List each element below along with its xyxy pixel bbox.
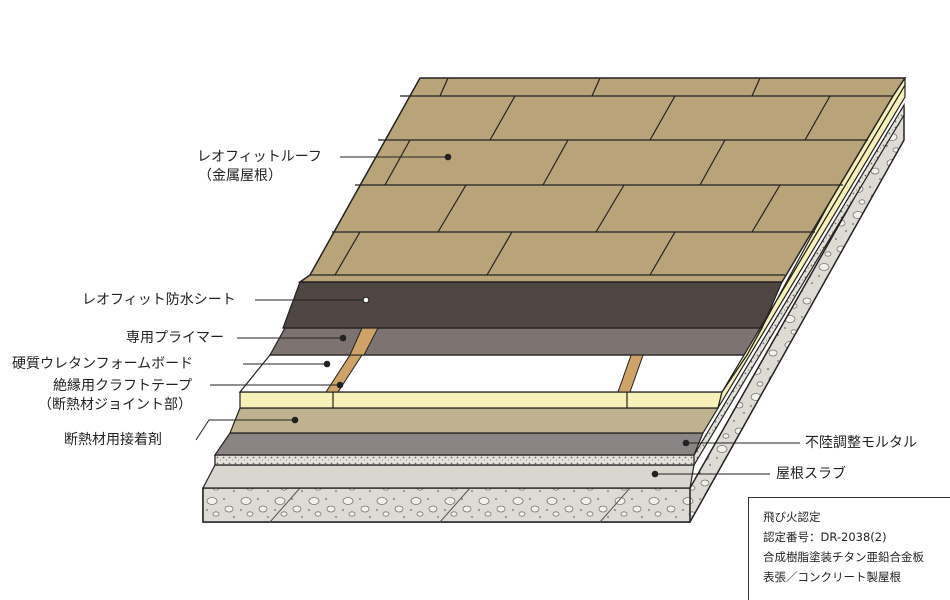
cert-line-1: 飛び火認定 <box>763 510 821 524</box>
leader-lines <box>195 153 800 478</box>
cert-line-3: 合成樹脂塗装チタン亜鉛合金板 <box>763 550 924 564</box>
label-kraft-tape: 絶縁用クラフトテープ <box>53 378 193 394</box>
label-roof-sub: （金属屋根） <box>198 168 282 184</box>
label-foam-board: 硬質ウレタンフォームボード <box>12 356 194 372</box>
primer-layer <box>268 327 764 356</box>
label-roof-slab: 屋根スラブ <box>776 466 846 482</box>
label-roof-name: レオフィットルーフ <box>197 149 322 165</box>
label-primer: 専用プライマー <box>126 330 224 346</box>
leveling-mortar-layer <box>202 102 905 489</box>
metal-roof-layer <box>297 77 907 283</box>
label-adhesive: 断熱材用接着剤 <box>64 432 162 448</box>
cert-line-4: 表張／コンクリート製屋根 <box>763 570 901 584</box>
label-leveling-mortar: 不陸調整モルタル <box>805 435 917 451</box>
adhesive-layer <box>229 407 720 434</box>
certification-box: 飛び火認定 認定番号：DR-2038(2) 合成樹脂塗装チタン亜鉛合金板 表張／… <box>748 497 950 600</box>
label-waterproof-sheet: レオフィット防水シート <box>82 292 236 308</box>
label-kraft-tape-sub: （断熱材ジョイント部） <box>38 397 192 413</box>
waterproof-sheet-layer <box>282 281 783 329</box>
cert-line-2: 認定番号：DR-2038(2) <box>763 530 887 544</box>
roof-slab-layer <box>202 107 905 523</box>
